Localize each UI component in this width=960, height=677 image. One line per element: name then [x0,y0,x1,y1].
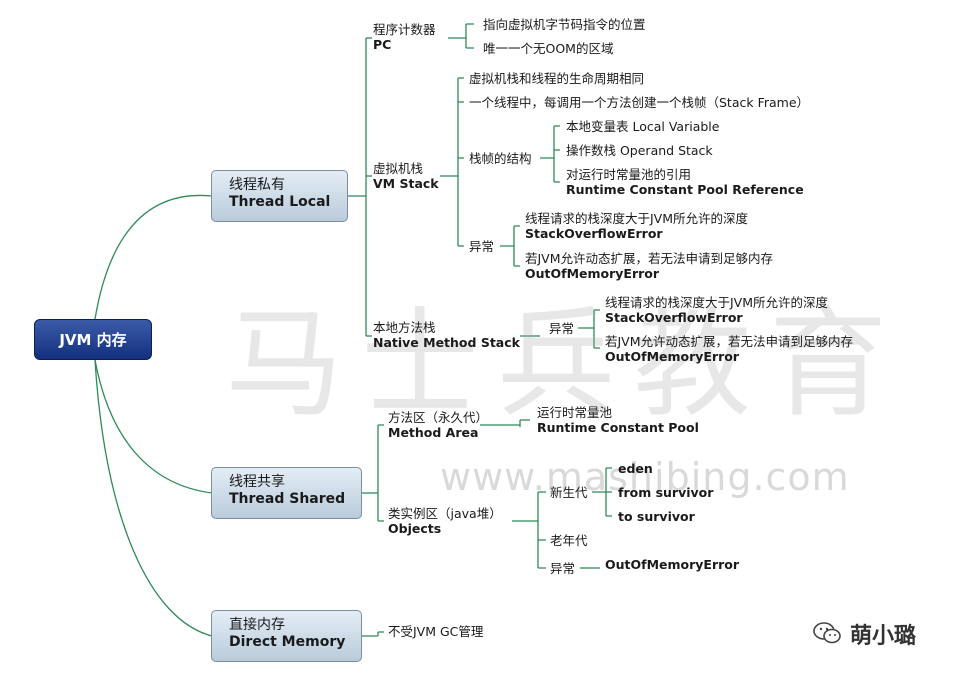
vm-stack-frame-desc: 一个线程中，每调用一个方法创建一个栈帧（Stack Frame） [469,95,810,110]
node-direct-memory-zh: 直接内存 [229,617,285,633]
vm-stack-ex1: 线程请求的栈深度大于JVM所允许的深度 StackOverflowError [525,211,748,241]
vm-stack-exception: 异常 [469,239,495,254]
node-direct-memory-en: Direct Memory [229,634,346,650]
node-vm-stack-en: VM Stack [373,176,439,191]
vm-stack-ex1-en: StackOverflowError [525,226,663,241]
node-native-stack-en: Native Method Stack [373,335,520,350]
node-thread-local-en: Thread Local [229,194,331,210]
node-thread-local-zh: 线程私有 [229,177,285,193]
node-objects: 类实例区（java堆） Objects [388,506,502,536]
root-node: JVM 内存 [34,319,152,360]
objects-exception: 异常 [550,561,576,576]
native-ex2-en: OutOfMemoryError [605,349,740,364]
frame-operand-stack: 操作数栈 Operand Stack [566,143,713,158]
node-pc: 程序计数器 PC [373,22,436,52]
pc-item-2: 唯一一个无OOM的区域 [483,41,614,56]
objects-old-gen: 老年代 [550,533,588,548]
node-method-area-en: Method Area [388,425,479,440]
vm-stack-ex2: 若JVM允许动态扩展，若无法申请到足够内存 OutOfMemoryError [525,251,773,281]
objects-oom: OutOfMemoryError [605,557,740,572]
vm-stack-lifecycle: 虚拟机栈和线程的生命周期相同 [469,71,645,86]
node-native-stack-zh: 本地方法栈 [373,320,436,335]
objects-young-gen: 新生代 [550,485,588,500]
frame-rcp-ref-zh: 对运行时常量池的引用 [566,167,692,182]
vm-stack-ex2-zh: 若JVM允许动态扩展，若无法申请到足够内存 [525,251,774,266]
node-thread-shared-zh: 线程共享 [229,474,285,490]
pc-item-1: 指向虚拟机字节码指令的位置 [483,17,646,32]
node-native-stack: 本地方法栈 Native Method Stack [373,320,520,350]
direct-memory-note: 不受JVM GC管理 [388,624,484,639]
young-to-survivor: to survivor [618,509,695,524]
native-ex2-zh: 若JVM允许动态扩展，若无法申请到足够内存 [605,334,854,349]
node-pc-en: PC [373,37,392,52]
node-method-area: 方法区（永久代） Method Area [388,410,488,440]
node-objects-en: Objects [388,521,442,536]
frame-local-variable: 本地变量表 Local Variable [566,119,720,134]
node-vm-stack-zh: 虚拟机栈 [373,161,424,176]
native-exception: 异常 [549,321,575,336]
vm-stack-frame-struct: 栈帧的结构 [469,151,532,166]
young-from-survivor: from survivor [618,485,714,500]
node-vm-stack: 虚拟机栈 VM Stack [373,161,439,191]
node-thread-local: 线程私有 Thread Local [211,170,348,222]
node-thread-shared-en: Thread Shared [229,491,346,507]
vm-stack-ex1-zh: 线程请求的栈深度大于JVM所允许的深度 [525,211,749,226]
method-area-rcp-en: Runtime Constant Pool [537,420,699,435]
method-area-rcp-zh: 运行时常量池 [537,405,613,420]
vm-stack-ex2-en: OutOfMemoryError [525,266,660,281]
node-pc-zh: 程序计数器 [373,22,436,37]
native-ex1-zh: 线程请求的栈深度大于JVM所允许的深度 [605,295,829,310]
native-ex1: 线程请求的栈深度大于JVM所允许的深度 StackOverflowError [605,295,828,325]
node-objects-zh: 类实例区（java堆） [388,506,502,521]
young-eden: eden [618,461,653,476]
wechat-icon [813,622,841,644]
frame-rcp-ref-en: Runtime Constant Pool Reference [566,182,804,197]
method-area-rcp: 运行时常量池 Runtime Constant Pool [537,405,699,435]
native-ex2: 若JVM允许动态扩展，若无法申请到足够内存 OutOfMemoryError [605,334,853,364]
node-thread-shared: 线程共享 Thread Shared [211,467,362,519]
node-method-area-zh: 方法区（永久代） [388,410,489,425]
node-direct-memory: 直接内存 Direct Memory [211,610,362,662]
native-ex1-en: StackOverflowError [605,310,743,325]
frame-rcp-ref: 对运行时常量池的引用 Runtime Constant Pool Referen… [566,167,804,197]
